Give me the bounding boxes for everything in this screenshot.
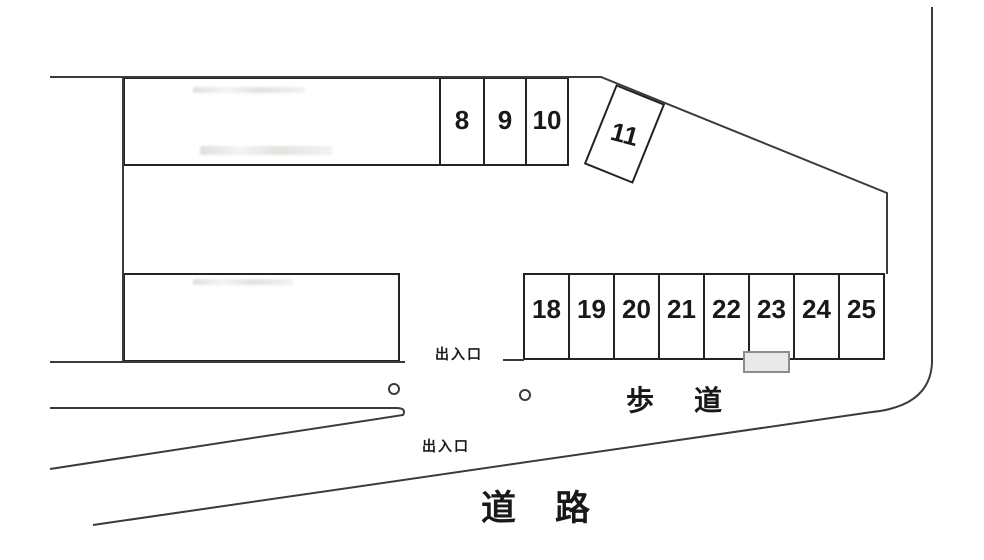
parking-stall-22: 22 xyxy=(703,273,750,360)
parking-stall-21: 21 xyxy=(658,273,705,360)
stall-number: 19 xyxy=(577,294,606,324)
stall-block-unnumbered-middle xyxy=(123,273,400,362)
erased-marks xyxy=(193,87,305,93)
parking-stall-8: 8 xyxy=(439,77,485,166)
parking-stall-10: 10 xyxy=(525,77,569,166)
stall-number: 11 xyxy=(607,115,642,152)
post-marker-circle-left xyxy=(388,383,400,395)
sidewalk-label: 歩 道 xyxy=(626,385,729,416)
parking-stall-19: 19 xyxy=(568,273,615,360)
post-marker-circle-right xyxy=(519,389,531,401)
stall-number: 20 xyxy=(622,294,651,324)
parking-stall-25: 25 xyxy=(838,273,885,360)
parking-stall-18: 18 xyxy=(523,273,570,360)
stall-row-top: 8 9 10 xyxy=(123,77,569,166)
erased-marks xyxy=(193,279,293,285)
parking-stall-24: 24 xyxy=(793,273,840,360)
stall-number: 10 xyxy=(532,105,562,135)
stall-number: 18 xyxy=(532,294,561,324)
entrance-exit-label-upper: 出入口 xyxy=(435,346,483,362)
erased-marks xyxy=(200,146,332,155)
stall-number: 8 xyxy=(454,105,470,135)
parking-stall-11: 11 xyxy=(583,84,666,184)
driveway-island-curb-line xyxy=(49,407,406,470)
entrance-exit-label-lower: 出入口 xyxy=(422,438,470,454)
parking-stall-23: 23 xyxy=(748,273,795,360)
stall-number: 25 xyxy=(847,294,876,324)
stall-number: 22 xyxy=(712,294,741,324)
stall-row-bottom: 18 19 20 21 22 23 24 25 xyxy=(523,273,885,360)
stall-23-highlight-marker xyxy=(743,351,790,373)
stall-number: 9 xyxy=(497,105,513,135)
stall-number: 24 xyxy=(802,294,831,324)
stall-number: 23 xyxy=(757,294,786,324)
parking-stall-20: 20 xyxy=(613,273,660,360)
road-label: 道 路 xyxy=(481,489,593,528)
stall-number: 21 xyxy=(667,294,696,324)
parking-stall-9: 9 xyxy=(483,77,527,166)
